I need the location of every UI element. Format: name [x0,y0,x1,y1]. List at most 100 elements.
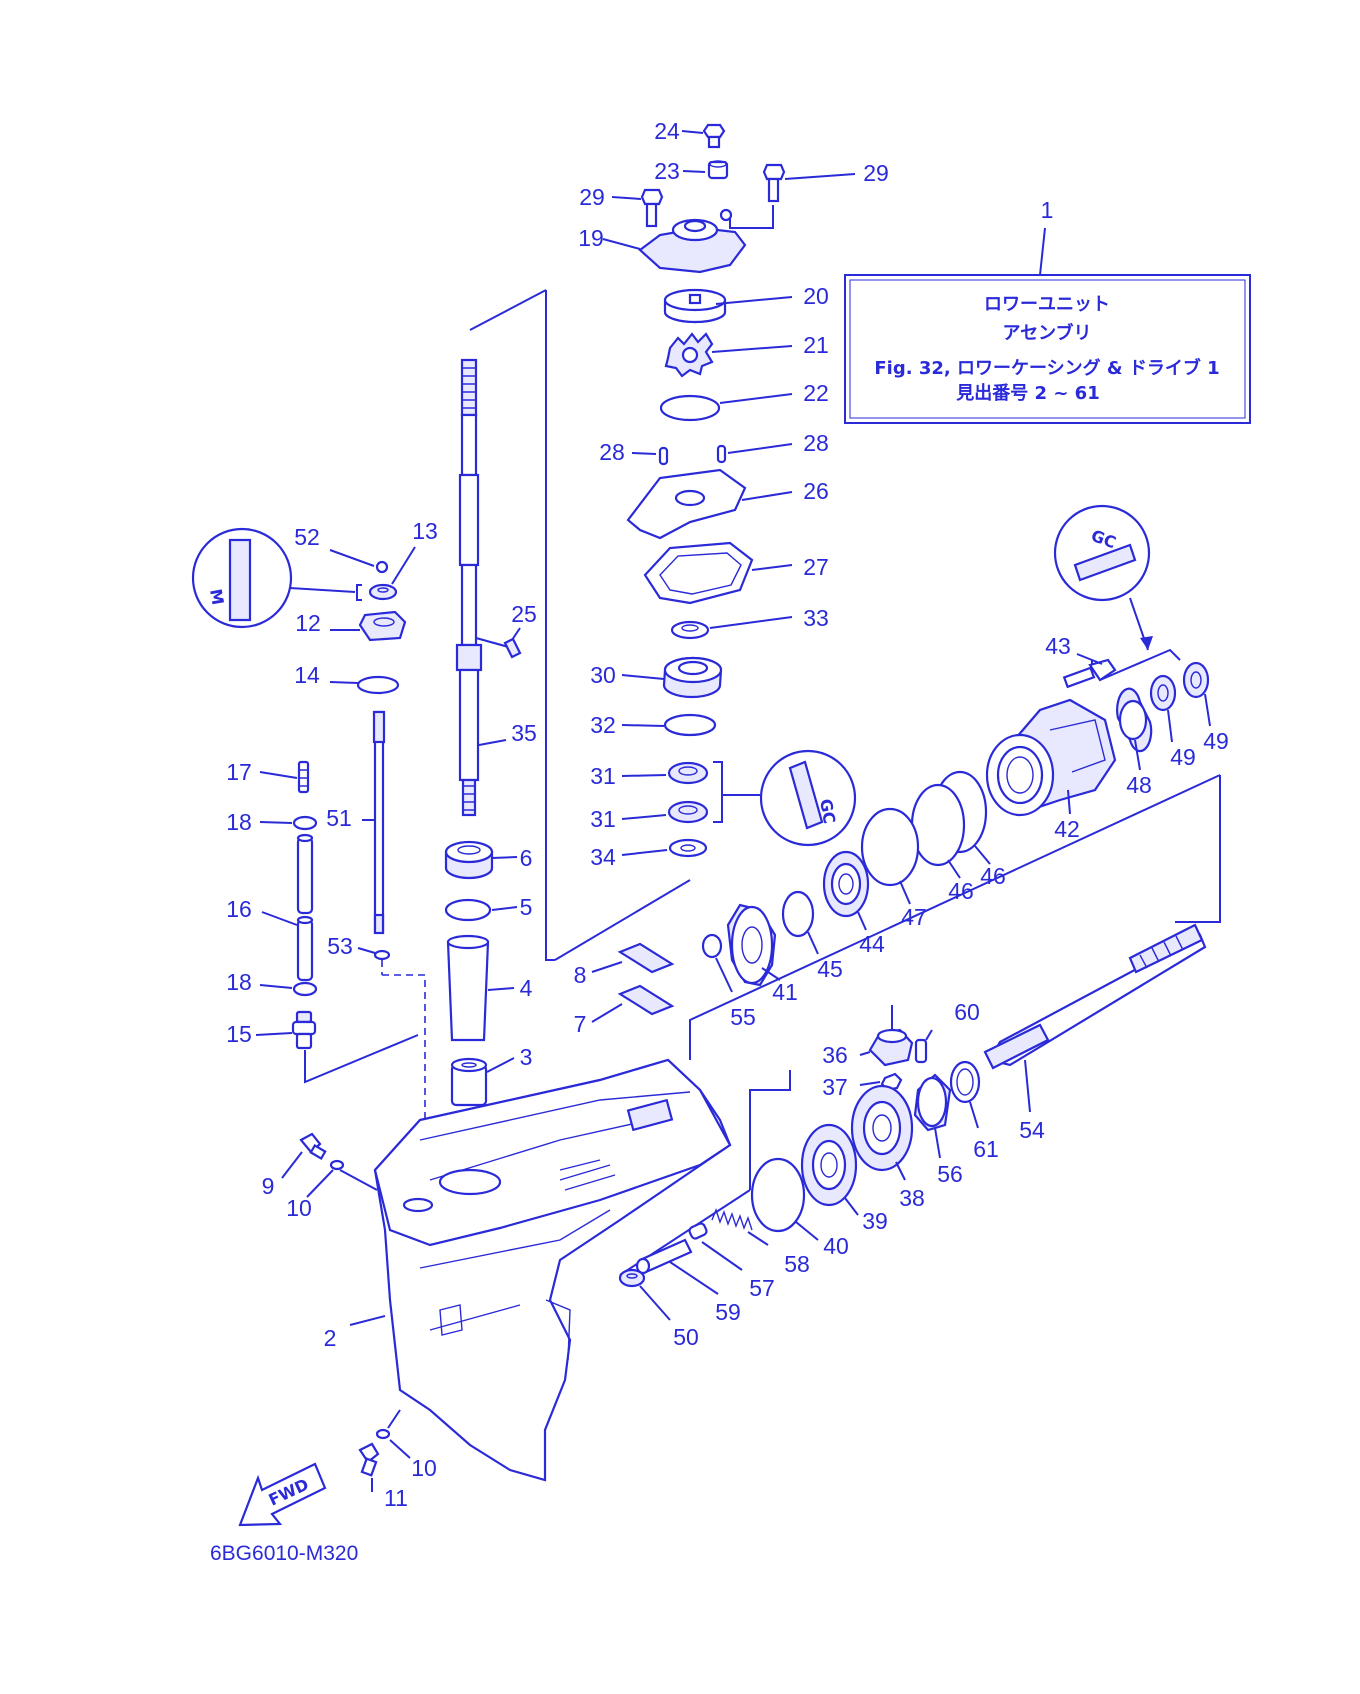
callout-48: 48 [1126,772,1152,798]
callout-25: 25 [511,601,537,627]
callout-28-right: 28 [803,430,829,456]
callout-34: 34 [590,844,616,870]
info-box: ロワーユニット アセンブリ Fig. 32, ロワーケーシング & ドライブ 1… [844,227,1251,424]
part-47-o-ring [860,807,920,887]
callout-29-left: 29 [579,184,605,210]
callout-19: 19 [578,225,604,251]
part-16-tube-lower [296,915,314,982]
callout-37: 37 [822,1074,848,1100]
callout-15: 15 [226,1021,252,1047]
callout-41: 41 [772,979,798,1005]
part-14-o-ring [356,675,400,695]
part-27-gasket [643,541,754,605]
part-60-cross-pin [914,1038,928,1064]
forward-arrow: FWD [238,1462,327,1527]
callout-12: 12 [295,610,321,636]
part-33-seal [670,620,710,640]
callout-31-upper: 31 [590,763,616,789]
part-49-oil-seal-inner [1149,674,1177,712]
gear-group [618,648,1221,1321]
callout-49-inner: 49 [1170,744,1196,770]
callout-55: 55 [730,1004,756,1030]
part-25-key [475,636,522,659]
part-22-o-ring [659,394,721,422]
part-31-oil-seal-upper [667,761,709,785]
info-box-line-4: 見出番号 2 ~ 61 [955,382,1099,404]
callout-49-outer: 49 [1203,728,1229,754]
part-58-spring [711,1207,753,1231]
callout-43: 43 [1045,633,1071,659]
part-57-pin [688,1222,708,1240]
callout-27: 27 [803,554,829,580]
callout-26: 26 [803,478,829,504]
callout-54: 54 [1019,1117,1045,1143]
part-10-washer-upper [329,1159,345,1171]
part-29-bolt-right [762,163,786,203]
part-29-bolt-left [640,188,664,228]
callout-42: 42 [1054,816,1080,842]
grease-symbol-shift: M [191,527,356,629]
info-box-line-3: Fig. 32, ロワーケーシング & ドライブ 1 [874,357,1219,379]
callout-38: 38 [899,1185,925,1211]
shift-rod-group [329,546,426,1135]
callout-9: 9 [262,1173,275,1199]
callout-23: 23 [654,158,680,184]
callout-10-upper: 10 [286,1195,312,1221]
water-pump-group [554,123,856,961]
callout-20: 20 [803,283,829,309]
callout-29-right: 29 [863,160,889,186]
callout-31-lower: 31 [590,806,616,832]
grease-symbol-bearing-housing: GC [1053,504,1153,651]
part-34-washer [668,838,708,858]
part-45-shim [781,890,815,938]
part-41-reverse-gear [726,903,777,987]
part-24-drain-bolt [702,123,726,149]
part-49-oil-seal-outer [1182,661,1210,699]
part-36-pinion-gear [868,1028,914,1067]
callout-32: 32 [590,712,616,738]
callout-33: 33 [803,605,829,631]
part-23-grommet [707,160,729,180]
callout-2: 2 [324,1325,337,1351]
diagram-code: 6BG6010-M320 [210,1542,358,1565]
part-42-bearing-housing [985,698,1117,817]
part-40-shim [750,1157,806,1233]
part-13-bushing [368,583,398,601]
callout-7: 7 [574,1011,587,1037]
callout-28-left: 28 [599,439,625,465]
callout-50: 50 [673,1324,699,1350]
part-15-fitting [291,1010,317,1050]
callout-52: 52 [294,524,320,550]
part-8-anode [617,942,675,974]
part-43-bolt [1062,658,1117,689]
part-18-clip-upper [292,815,318,831]
callout-8: 8 [574,962,587,988]
info-box-line-2: アセンブリ [1002,322,1091,344]
callout-59: 59 [715,1299,741,1325]
part-48-needle-bearing [1116,687,1153,753]
callout-18-upper: 18 [226,809,252,835]
callout-3: 3 [520,1044,533,1070]
callout-56: 56 [937,1161,963,1187]
callout-5: 5 [520,894,533,920]
callout-1: 1 [1041,197,1054,223]
part-21-impeller [664,332,714,378]
info-box-line-1: ロワーユニット [984,294,1110,315]
part-46-o-ring-inner [910,783,966,867]
part-30-oil-seal-housing [662,656,723,699]
part-18-clip-lower [292,981,318,997]
part-61-clip [949,1060,981,1104]
callout-18-lower: 18 [226,969,252,995]
part-28-dowel-pin-left [658,446,669,466]
grease-label-gc-seals: GC [816,797,839,825]
callout-24: 24 [654,118,680,144]
callout-35: 35 [511,720,537,746]
callout-60: 60 [954,999,980,1025]
linkage-group [255,760,419,1084]
callout-30: 30 [590,662,616,688]
part-44-ball-bearing [822,850,870,918]
callout-39: 39 [862,1208,888,1234]
part-50-plug [618,1268,646,1288]
